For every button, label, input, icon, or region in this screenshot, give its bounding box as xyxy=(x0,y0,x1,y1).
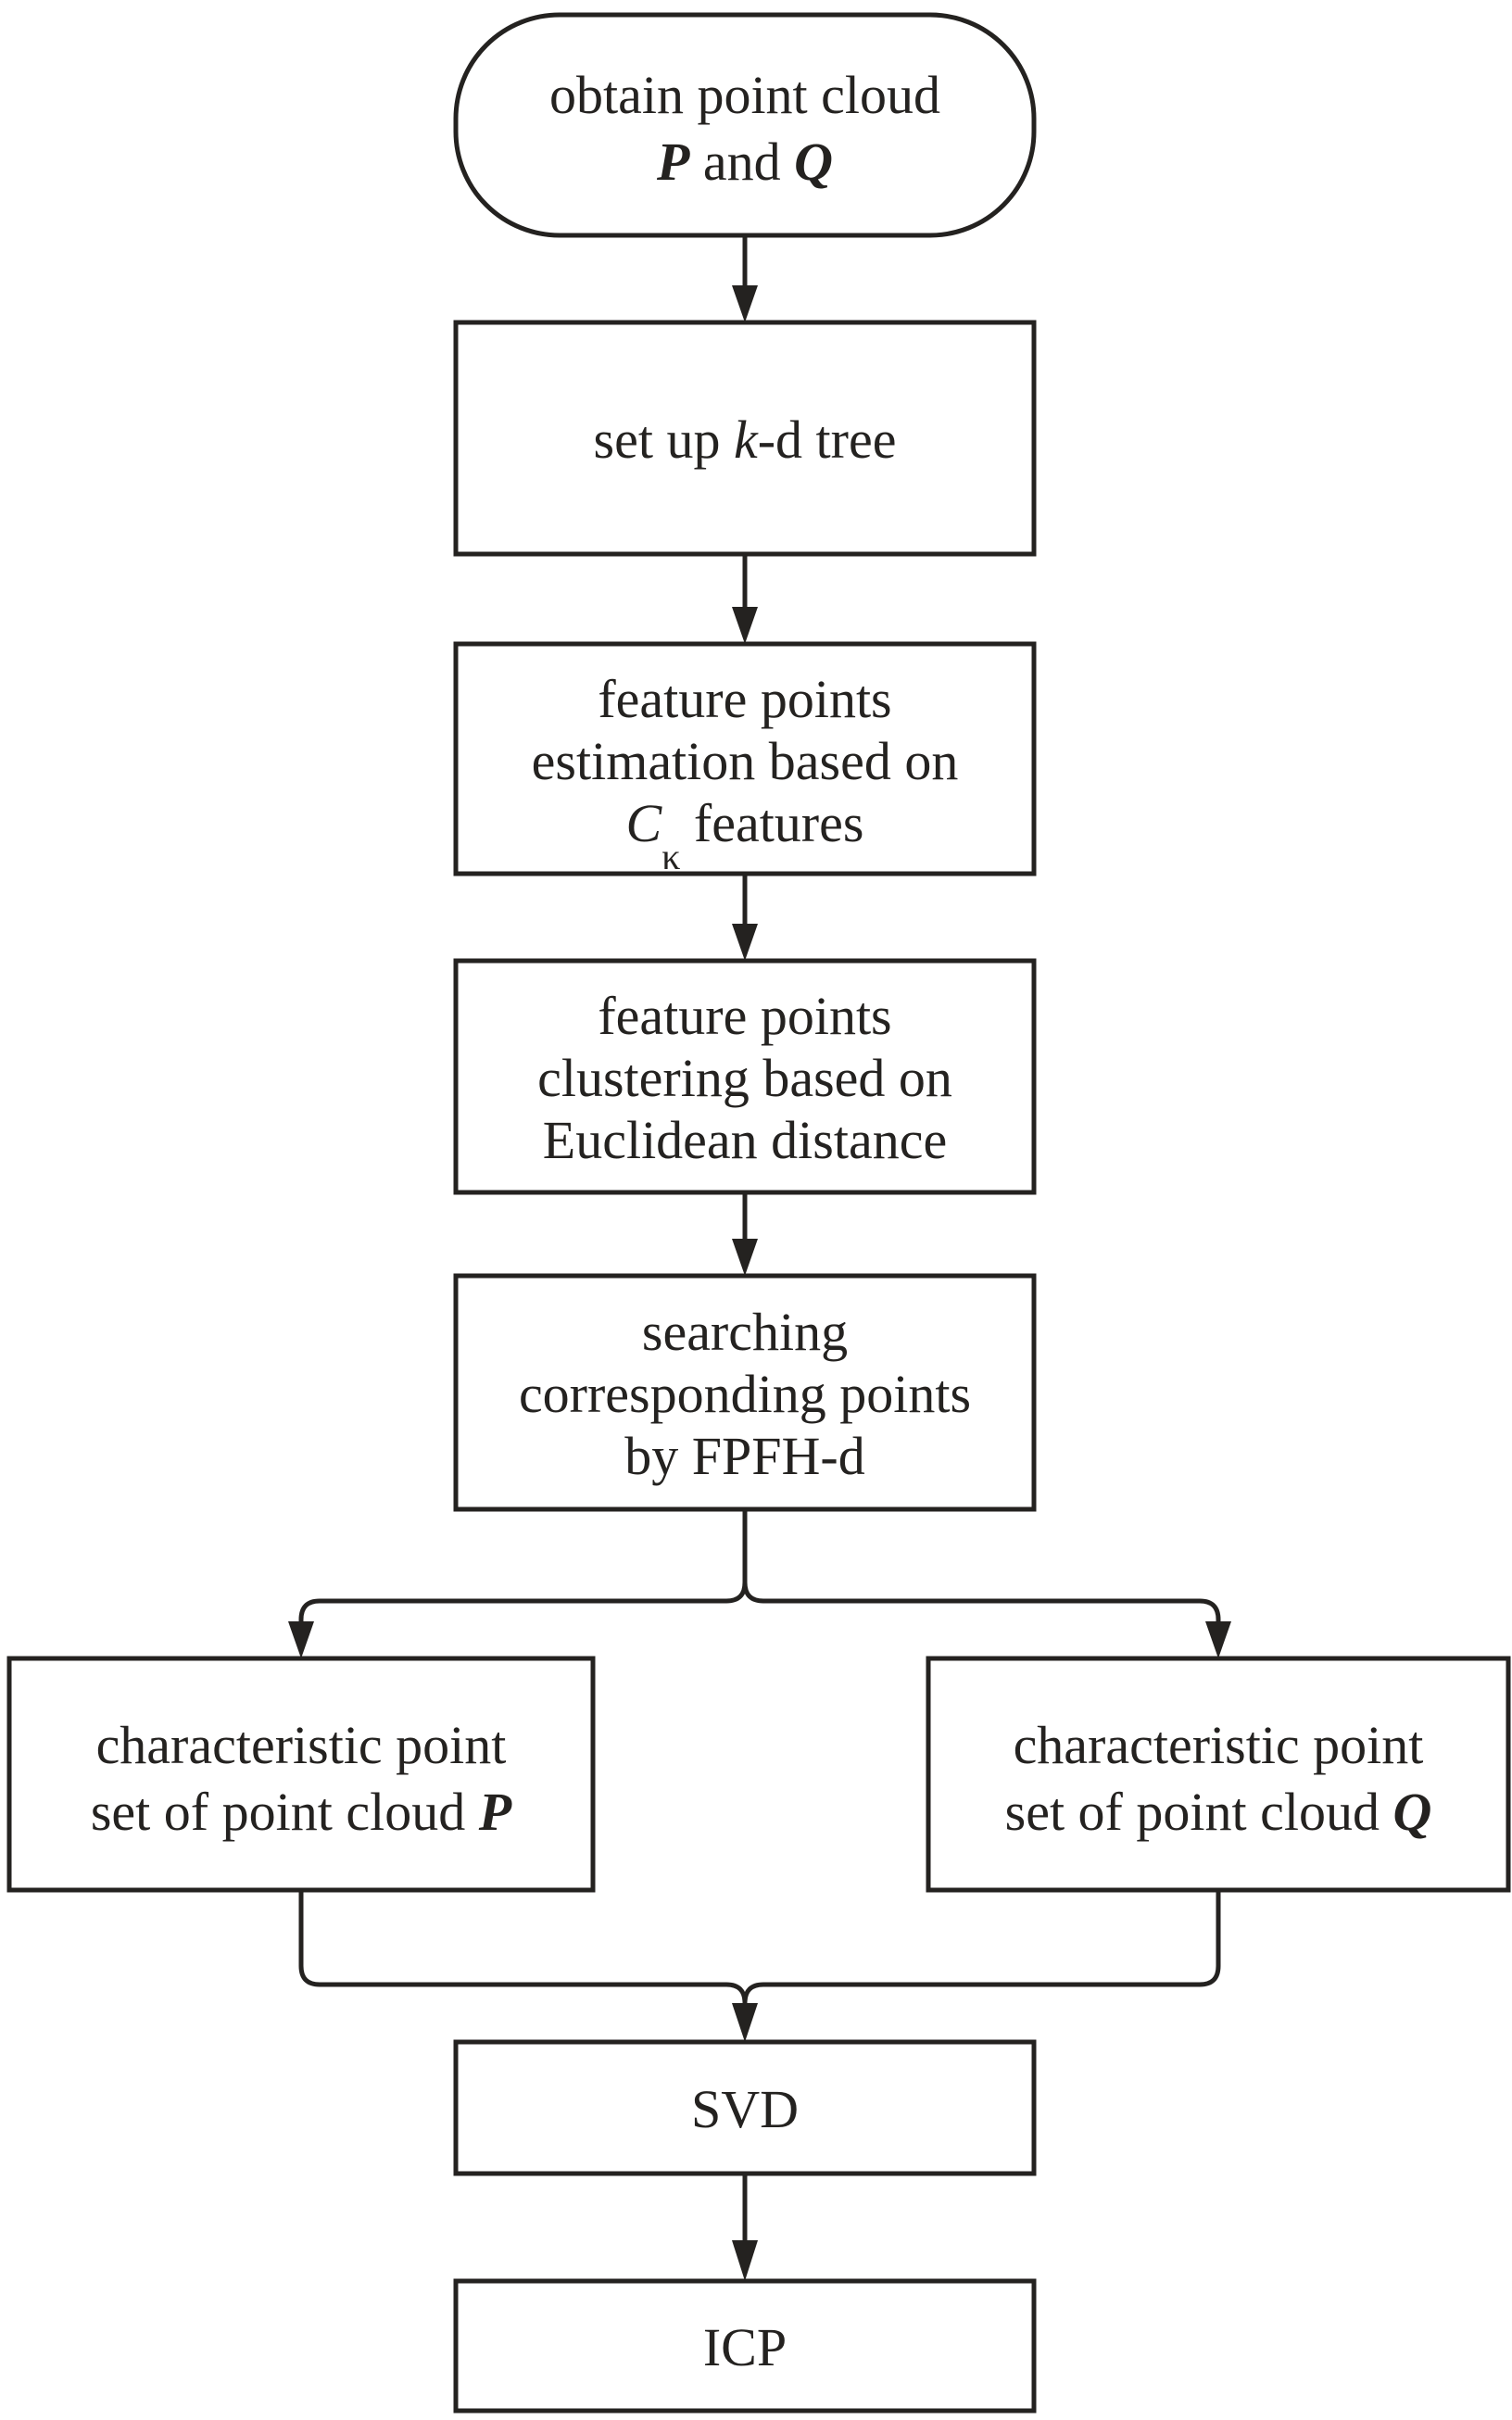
estimate-line-2: estimation based on xyxy=(532,731,959,791)
start-terminator-shape xyxy=(453,12,1037,238)
start-and-word: and xyxy=(689,132,794,192)
estimate-line-3: Cκ features xyxy=(626,793,864,877)
cluster-box xyxy=(453,958,1037,1195)
arrowhead-search-setp xyxy=(288,1621,314,1658)
kdtree-label: set up k-d tree xyxy=(594,410,897,470)
start-line-2: P and Q xyxy=(656,132,833,192)
search-line-3: by FPFH-d xyxy=(624,1426,864,1486)
icp-box xyxy=(453,2278,1037,2414)
node-cluster: feature points clustering based on Eucli… xyxy=(453,958,1037,1195)
arrowhead-start-kdtree xyxy=(732,285,758,322)
kdtree-label-post: -d tree xyxy=(758,410,897,470)
connector-search-setp xyxy=(288,1509,748,1658)
arrowhead-svd-icp xyxy=(732,2240,758,2281)
node-search: searching corresponding points by FPFH-d xyxy=(453,1273,1037,1512)
start-line-1: obtain point cloud xyxy=(549,65,940,125)
set-p-line-2-text: set of point cloud xyxy=(91,1782,479,1842)
set-p-box xyxy=(6,1656,596,1893)
node-svd: SVD xyxy=(453,2039,1037,2176)
set-p-p-symbol: P xyxy=(478,1782,512,1842)
connector-search-setq-line xyxy=(742,1509,1221,1623)
connector-svd-icp xyxy=(732,2174,758,2281)
estimate-box xyxy=(453,641,1037,876)
arrowhead-kdtree-estimate xyxy=(732,607,758,644)
set-q-line-2: set of point cloud Q xyxy=(1005,1782,1432,1842)
cluster-line-2: clustering based on xyxy=(537,1048,952,1108)
estimate-features-word: features xyxy=(680,793,863,853)
connector-estimate-cluster xyxy=(732,874,758,961)
connector-search-setp-line xyxy=(298,1509,748,1623)
kdtree-k-symbol: k xyxy=(734,410,759,470)
connector-setq-svd-line xyxy=(742,1890,1221,2006)
node-set-p: characteristic point set of point cloud … xyxy=(6,1656,596,1893)
svd-label: SVD xyxy=(691,2079,799,2139)
arrowhead-merge-svd xyxy=(732,2003,758,2042)
connector-setq-svd xyxy=(742,1890,1221,2006)
node-estimate: feature points estimation based on Cκ fe… xyxy=(453,641,1037,877)
cluster-line-1: feature points xyxy=(598,986,891,1046)
connector-setp-svd-line xyxy=(298,1890,748,2006)
estimate-kappa-subscript: κ xyxy=(662,836,680,877)
set-q-q-symbol: Q xyxy=(1392,1782,1431,1842)
search-line-1: searching xyxy=(642,1302,848,1362)
node-icp: ICP xyxy=(453,2278,1037,2414)
arrowhead-cluster-search xyxy=(732,1239,758,1276)
icp-label: ICP xyxy=(703,2317,787,2377)
set-q-line-1: characteristic point xyxy=(1014,1715,1424,1775)
set-p-line-2: set of point cloud P xyxy=(91,1782,512,1842)
start-q-symbol: Q xyxy=(794,132,833,192)
set-q-box xyxy=(926,1656,1511,1893)
node-kdtree: set up k-d tree xyxy=(453,320,1037,557)
cluster-line-3: Euclidean distance xyxy=(543,1110,947,1170)
node-start: obtain point cloud P and Q xyxy=(453,12,1037,238)
connector-cluster-search xyxy=(732,1192,758,1276)
arrowhead-estimate-cluster xyxy=(732,924,758,961)
start-p-symbol: P xyxy=(656,132,690,192)
search-line-2: corresponding points xyxy=(519,1364,971,1424)
estimate-line-1: feature points xyxy=(598,669,891,729)
kdtree-label-pre: set up xyxy=(594,410,734,470)
set-q-line-2-text: set of point cloud xyxy=(1005,1782,1393,1842)
estimate-c-symbol: C xyxy=(626,793,663,853)
connector-setp-svd xyxy=(298,1890,748,2006)
node-set-q: characteristic point set of point cloud … xyxy=(926,1656,1511,1893)
connector-start-kdtree xyxy=(732,235,758,322)
connector-kdtree-estimate xyxy=(732,554,758,644)
svd-box xyxy=(453,2039,1037,2176)
arrowhead-search-setq xyxy=(1205,1621,1231,1658)
connector-search-setq xyxy=(742,1509,1231,1658)
set-p-line-1: characteristic point xyxy=(96,1715,507,1775)
